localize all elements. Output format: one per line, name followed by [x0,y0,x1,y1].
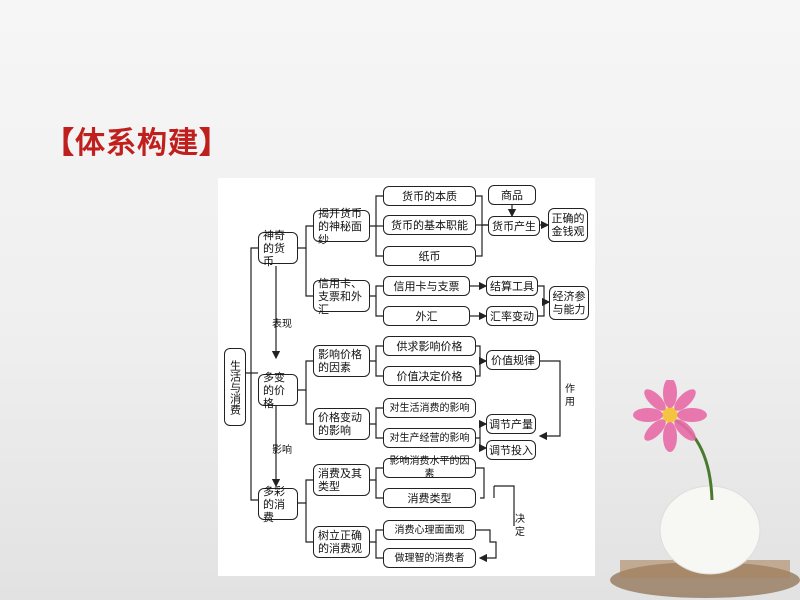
node-consumption-types: 消费及其类型 [313,464,370,496]
node-money-origin: 货币产生 [488,216,540,236]
node-wise-consumer: 做理智的消费者 [383,548,476,568]
node-consumption: 多彩的消费 [258,485,298,524]
node-consumption-type: 消费类型 [383,488,476,508]
node-commodity: 商品 [488,185,536,205]
node-supply-demand: 供求影响价格 [383,336,476,356]
node-value-law: 价值规律 [486,350,540,370]
node-settlement: 结算工具 [486,276,538,296]
node-price-factors: 影响价格的因素 [313,345,370,377]
label-influence: 影响 [272,445,292,456]
node-credit-forex: 信用卡、支票和外汇 [313,277,370,316]
node-money: 神奇的货币 [258,229,298,268]
label-decide: 决定 [515,514,525,538]
node-exchange-rate: 汇率变动 [486,306,538,326]
root-node: 生活与消费 [224,348,246,426]
connector-lines [246,195,561,563]
label-manifest: 表现 [272,319,292,330]
section-title: 【体系构建】 [44,126,230,161]
node-credit-cheque: 信用卡与支票 [383,276,470,296]
node-forex: 外汇 [383,306,470,326]
node-adjust-output: 调节产量 [486,414,536,434]
node-life-consumption: 对生活消费的影响 [383,398,476,418]
node-reveal-money: 揭开货币的神秘面纱 [313,207,370,246]
node-psychology: 消费心理面面观 [383,520,476,540]
node-paper-money: 纸币 [383,246,476,266]
node-correct-view: 树立正确的消费观 [313,526,370,558]
label-effect: 作用 [565,384,575,408]
node-consumption-factors: 影响消费水平的因素 [383,456,476,480]
node-functions: 货币的基本职能 [383,215,476,235]
node-correct-money-view: 正确的金钱观 [548,208,588,242]
node-production: 对生产经营的影响 [383,428,476,448]
node-adjust-input: 调节投入 [486,440,536,460]
concept-map: 生活与消费 神奇的货币 多变的价格 多彩的消费 表现 影响 揭开货币的神秘面纱 … [218,178,595,576]
node-price: 多变的价格 [258,371,298,410]
node-price-change: 价格变动的影响 [313,408,370,440]
node-essence: 货币的本质 [383,186,476,206]
node-economy: 经济参与能力 [549,286,589,320]
flower-vase-decoration [610,380,800,598]
node-value-decides: 价值决定价格 [383,366,476,386]
